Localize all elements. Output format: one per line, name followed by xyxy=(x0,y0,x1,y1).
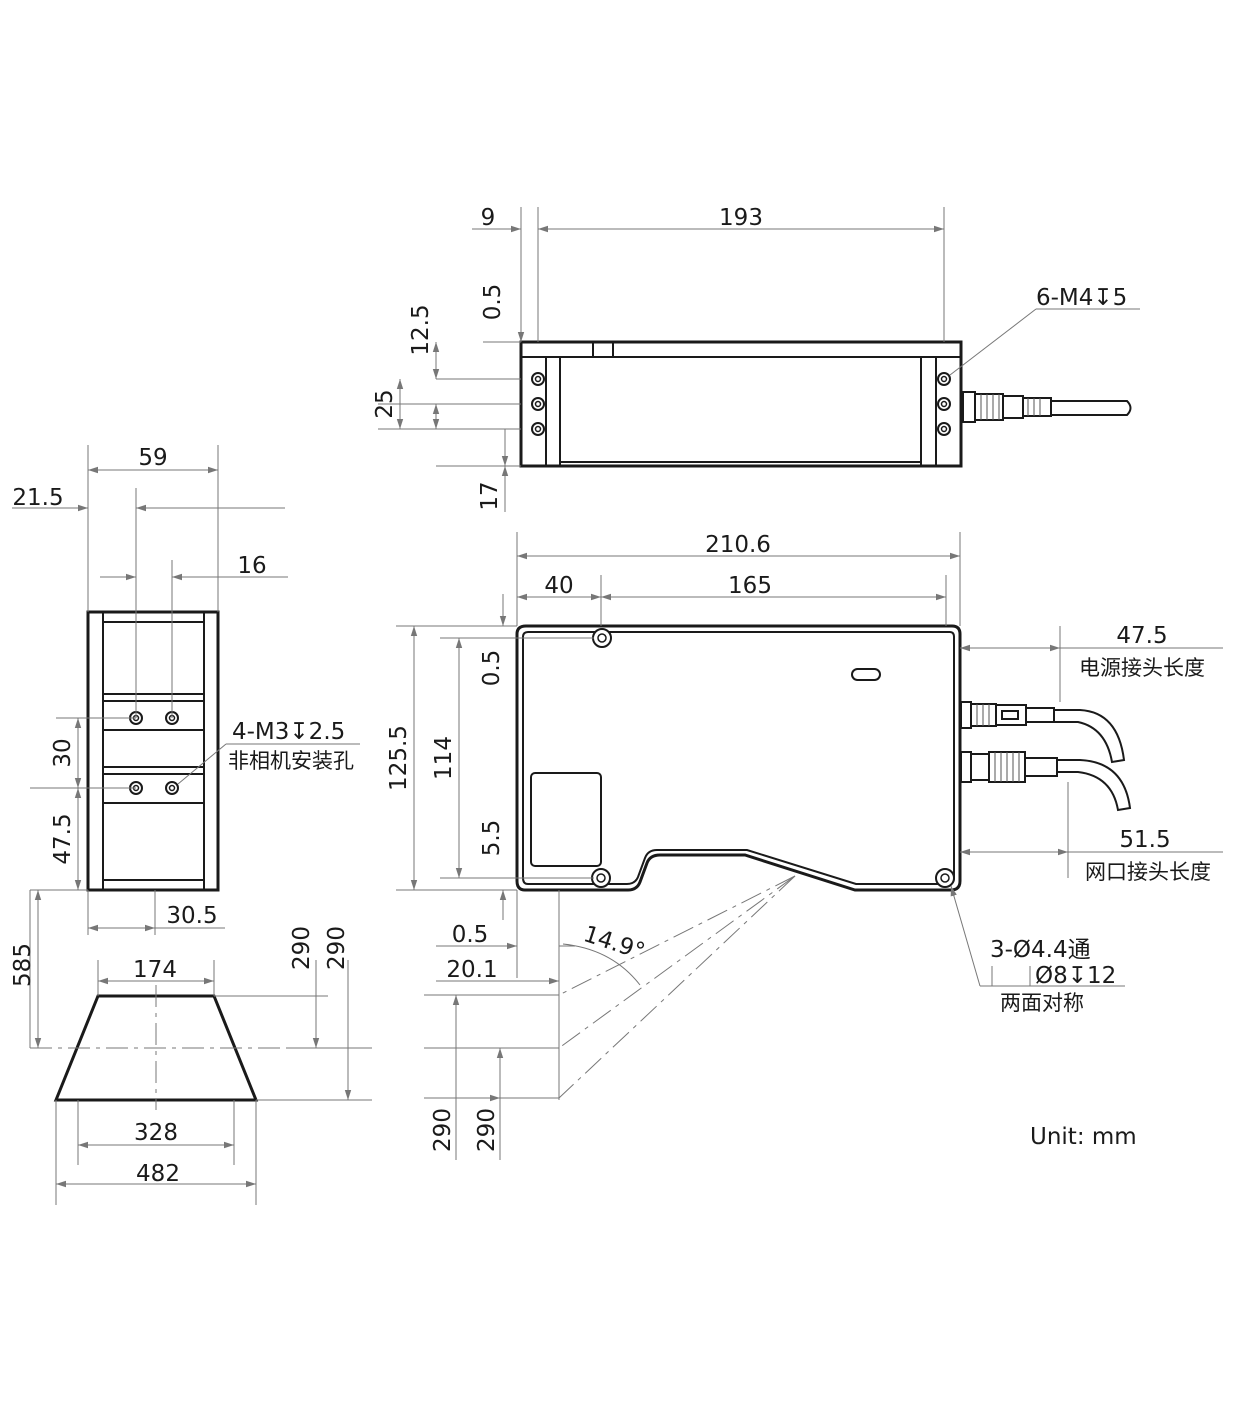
side-thread-callout: 4-M3↧2.5 xyxy=(232,719,345,745)
dim-front-165: 165 xyxy=(728,573,772,599)
symmetry-note: 两面对称 xyxy=(1000,991,1084,1015)
dim-front-47-5: 47.5 xyxy=(1116,623,1167,649)
dim-side-30-5: 30.5 xyxy=(166,903,217,929)
dim-fov-290-a: 290 xyxy=(430,1108,456,1152)
dim-front-114: 114 xyxy=(431,736,457,780)
dim-top-0-5: 0.5 xyxy=(480,284,506,321)
side-view-body xyxy=(86,610,220,892)
dim-front-40: 40 xyxy=(544,573,573,599)
dim-side-30: 30 xyxy=(50,738,76,767)
dim-front-210-6: 210.6 xyxy=(705,532,771,558)
front-view: 210.6 40 165 125.5 114 0.5 5.5 47.5 电源接头… xyxy=(386,532,1223,1100)
dim-front-0-5-bottom: 0.5 xyxy=(452,922,489,948)
dim-side-59: 59 xyxy=(138,445,167,471)
dim-fov-328: 328 xyxy=(134,1120,178,1146)
dim-front-20-1: 20.1 xyxy=(446,957,497,983)
dim-front-51-5: 51.5 xyxy=(1119,827,1170,853)
dim-front-5-5: 5.5 xyxy=(479,820,505,857)
side-view: 59 21.5 16 30 47.5 30.5 4-M3↧2.5 非相机安装孔 xyxy=(12,445,360,935)
dim-fov-585: 585 xyxy=(10,943,36,987)
dim-side-16: 16 xyxy=(237,553,266,579)
dim-top-25: 25 xyxy=(372,389,398,418)
dim-side-47-5: 47.5 xyxy=(50,813,76,864)
dim-fov-482: 482 xyxy=(136,1161,180,1187)
side-thread-note: 非相机安装孔 xyxy=(228,749,354,773)
dim-front-angle: 14.9° xyxy=(580,921,648,965)
top-thread-callout: 6-M4↧5 xyxy=(1036,285,1127,311)
counterbore-callout: Ø8↧12 xyxy=(1035,963,1116,989)
power-connector-length-label: 电源接头长度 xyxy=(1079,656,1205,680)
dim-top-12-5: 12.5 xyxy=(408,304,434,355)
unit-label: Unit: mm xyxy=(1030,1124,1137,1150)
top-view: 9 193 0.5 12.5 25 17 6-M4↧5 xyxy=(372,205,1140,512)
hole-callout: 3-Ø4.4通 xyxy=(990,937,1091,963)
dim-front-0-5-top: 0.5 xyxy=(479,650,505,687)
dim-fov-174: 174 xyxy=(133,957,177,983)
front-view-holes xyxy=(591,628,955,888)
dim-fov-290-right: 290 xyxy=(324,926,350,970)
dim-front-125-5: 125.5 xyxy=(386,725,412,791)
front-view-connectors xyxy=(960,701,1132,812)
fov-trapezoid: 585 174 328 482 290 290 xyxy=(10,890,372,1205)
fov-side: 290 290 xyxy=(424,875,796,1160)
dim-top-193: 193 xyxy=(719,205,763,231)
side-view-holes xyxy=(129,711,179,795)
dim-top-17: 17 xyxy=(477,481,503,510)
top-view-connector xyxy=(962,391,1132,423)
front-view-indicator xyxy=(851,668,881,681)
top-view-holes xyxy=(531,372,951,436)
dim-fov-290-left: 290 xyxy=(289,926,315,970)
dim-top-9: 9 xyxy=(481,205,496,231)
dim-side-21-5: 21.5 xyxy=(12,485,63,511)
network-connector-length-label: 网口接头长度 xyxy=(1085,860,1211,884)
dim-fov-290-b: 290 xyxy=(474,1108,500,1152)
top-view-body xyxy=(519,340,963,468)
front-view-window xyxy=(530,772,602,867)
